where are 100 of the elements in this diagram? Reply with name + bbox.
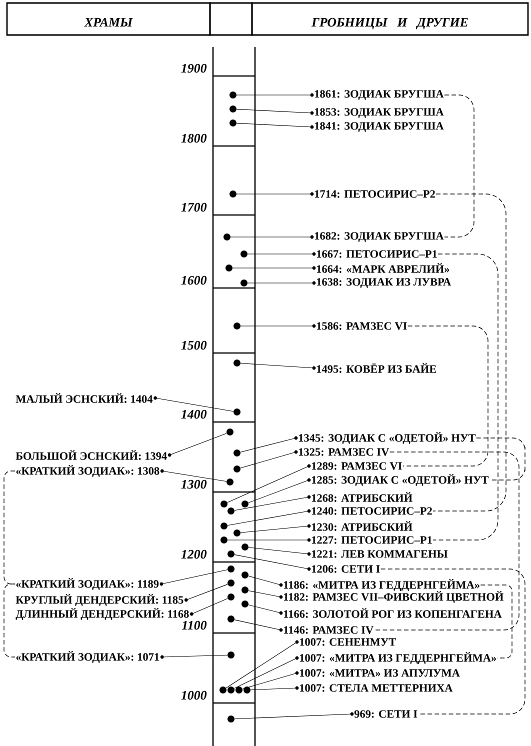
leader-line (226, 642, 298, 688)
event-label: 1495: КОВЁР ИЗ БАЙЕ (317, 363, 436, 373)
leader-line (155, 398, 234, 412)
leader-line (234, 620, 282, 630)
leader-line (250, 688, 298, 690)
dashed-connector (480, 584, 512, 658)
leader-line (242, 672, 298, 690)
event-label: 1841: ЗОДИАК БРУГША (315, 122, 444, 132)
leader-line (240, 438, 296, 452)
event-label: 1221: ЛЕВ КОММАГЕНЫ (312, 550, 448, 558)
leader-line (236, 122, 312, 128)
dashed-connector (432, 194, 506, 512)
timeline-dot (234, 530, 240, 536)
leader-line (234, 714, 352, 720)
timeline-dot (240, 280, 248, 286)
leader-line (248, 480, 310, 503)
leader-line (234, 554, 310, 570)
event-label: 1268: АТРИБСКИЙ (312, 492, 412, 502)
timeline-dot (234, 466, 240, 472)
timeline-dot (236, 686, 242, 694)
timeline-dot (226, 428, 234, 436)
event-label: 1586: РАМЗЕС VI (317, 322, 407, 330)
event-label: ДЛИННЫЙ ДЕНДЕРСКИЙ: 1168 (16, 608, 189, 620)
timeline-dot (228, 686, 234, 694)
dashed-connector (4, 584, 16, 658)
event-label: МАЛЫЙ ЭСНСКИЙ: 1404 (16, 393, 153, 403)
timeline-dot (226, 478, 234, 486)
leader-line (161, 570, 228, 584)
dashed-connector (4, 470, 16, 584)
leader-line (248, 604, 282, 614)
leader-line (240, 362, 314, 368)
event-label: «КРАТКИЙ ЗОДИАК»: 1071 (16, 651, 160, 663)
event-label: 1667: ПЕТОСИРИС–Р1 (317, 250, 437, 258)
event-label: 1240: ПЕТОСИРИС–Р2 (312, 507, 432, 515)
timeline-dot (228, 550, 234, 558)
dashed-connector (444, 94, 474, 238)
timeline-dot (242, 544, 248, 550)
event-label: 1853: ЗОДИАК БРУГША (315, 108, 444, 118)
event-label: 1861: ЗОДИАК БРУГША (315, 90, 444, 100)
leader-line (227, 510, 310, 526)
dashed-connector (380, 568, 526, 714)
event-label: 1186: «МИТРА ИЗ ГЕДДЕРНГЕЙМА» (284, 579, 480, 591)
timeline-dot (228, 616, 234, 622)
year-label: 1200 (181, 550, 207, 559)
event-label: КРУГЛЫЙ ДЕНДЕРСКИЙ: 1185 (16, 594, 184, 606)
timeline-dot (228, 580, 234, 586)
event-label: 1325: РАМЗЕС IV (299, 448, 390, 456)
event-label: 1007: СЕНЕНМУТ (300, 638, 396, 646)
timeline-dot (230, 92, 236, 98)
event-label: 1007: «МИТРА» ИЗ АПУЛУМА (300, 669, 460, 677)
event-label: 1638: ЗОДИАК ИЗ ЛУВРА (317, 278, 452, 288)
event-label: 1182: РАМЗЕС VII–ФИВСКИЙ ЦВЕТНОЙ (284, 591, 504, 603)
timeline-dot (242, 572, 248, 578)
timeline-dot (230, 106, 236, 112)
leader-line (248, 590, 282, 598)
header-cell: ХРАМЫ (6, 2, 211, 36)
leader-line (248, 576, 282, 586)
leader-line (162, 470, 227, 482)
event-label: 1166: ЗОЛОТОЙ РОГ ИЗ КОПЕНГАГЕНА (284, 608, 502, 618)
dashed-connector (402, 326, 488, 466)
leader-line (240, 452, 296, 468)
event-label: «КРАТКИЙ ЗОДИАК»: 1189 (16, 578, 159, 590)
dashed-connector (432, 254, 498, 540)
year-label: 1600 (181, 276, 207, 285)
event-label: 1289: РАМЗЕС VI (312, 462, 402, 470)
leader-line (191, 598, 228, 614)
event-label: 1227: ПЕТОСИРИС–Р1 (312, 536, 432, 544)
leader-line (248, 547, 310, 554)
leader-line (169, 433, 227, 456)
timeline-dot (242, 500, 248, 508)
event-label: 1230: АТРИБСКИЙ (312, 521, 412, 531)
event-label: 1206: СЕТИ I (312, 565, 380, 573)
year-label: 1100 (182, 620, 207, 630)
year-label: 1500 (181, 340, 207, 350)
timeline-dot (234, 450, 240, 456)
event-label: 1682: ЗОДИАК БРУГША (315, 232, 444, 242)
year-label: 1800 (181, 134, 207, 143)
timeline-dot (220, 522, 228, 530)
event-label: 1146: РАМЗЕС IV (284, 626, 374, 634)
timeline-dot (244, 686, 250, 694)
year-label: 1400 (181, 410, 207, 419)
timeline-dot (240, 250, 248, 258)
timeline-dot (220, 500, 228, 508)
event-label: 1714: ПЕТОСИРИС–Р2 (315, 190, 435, 198)
timeline-dot (234, 360, 240, 366)
event-label: 1345: ЗОДИАК С «ОДЕТОЙ» НУТ (299, 432, 476, 444)
timeline-dot (234, 408, 240, 416)
event-label: 969: СЕТИ I (354, 710, 418, 718)
timeline-dot (242, 600, 248, 608)
timeline-dot (230, 120, 236, 126)
leader-line (234, 496, 310, 511)
timeline-dot (228, 716, 234, 722)
year-label: 1700 (181, 202, 207, 212)
event-label: 1007: СТЕЛА МЕТТЕРНИХА (300, 684, 453, 692)
dashed-connector (476, 438, 526, 480)
leader-line (236, 94, 312, 96)
leader-line (240, 526, 310, 533)
leader-line (247, 282, 314, 284)
year-label: 1000 (181, 690, 207, 700)
year-label: 1900 (181, 64, 207, 73)
